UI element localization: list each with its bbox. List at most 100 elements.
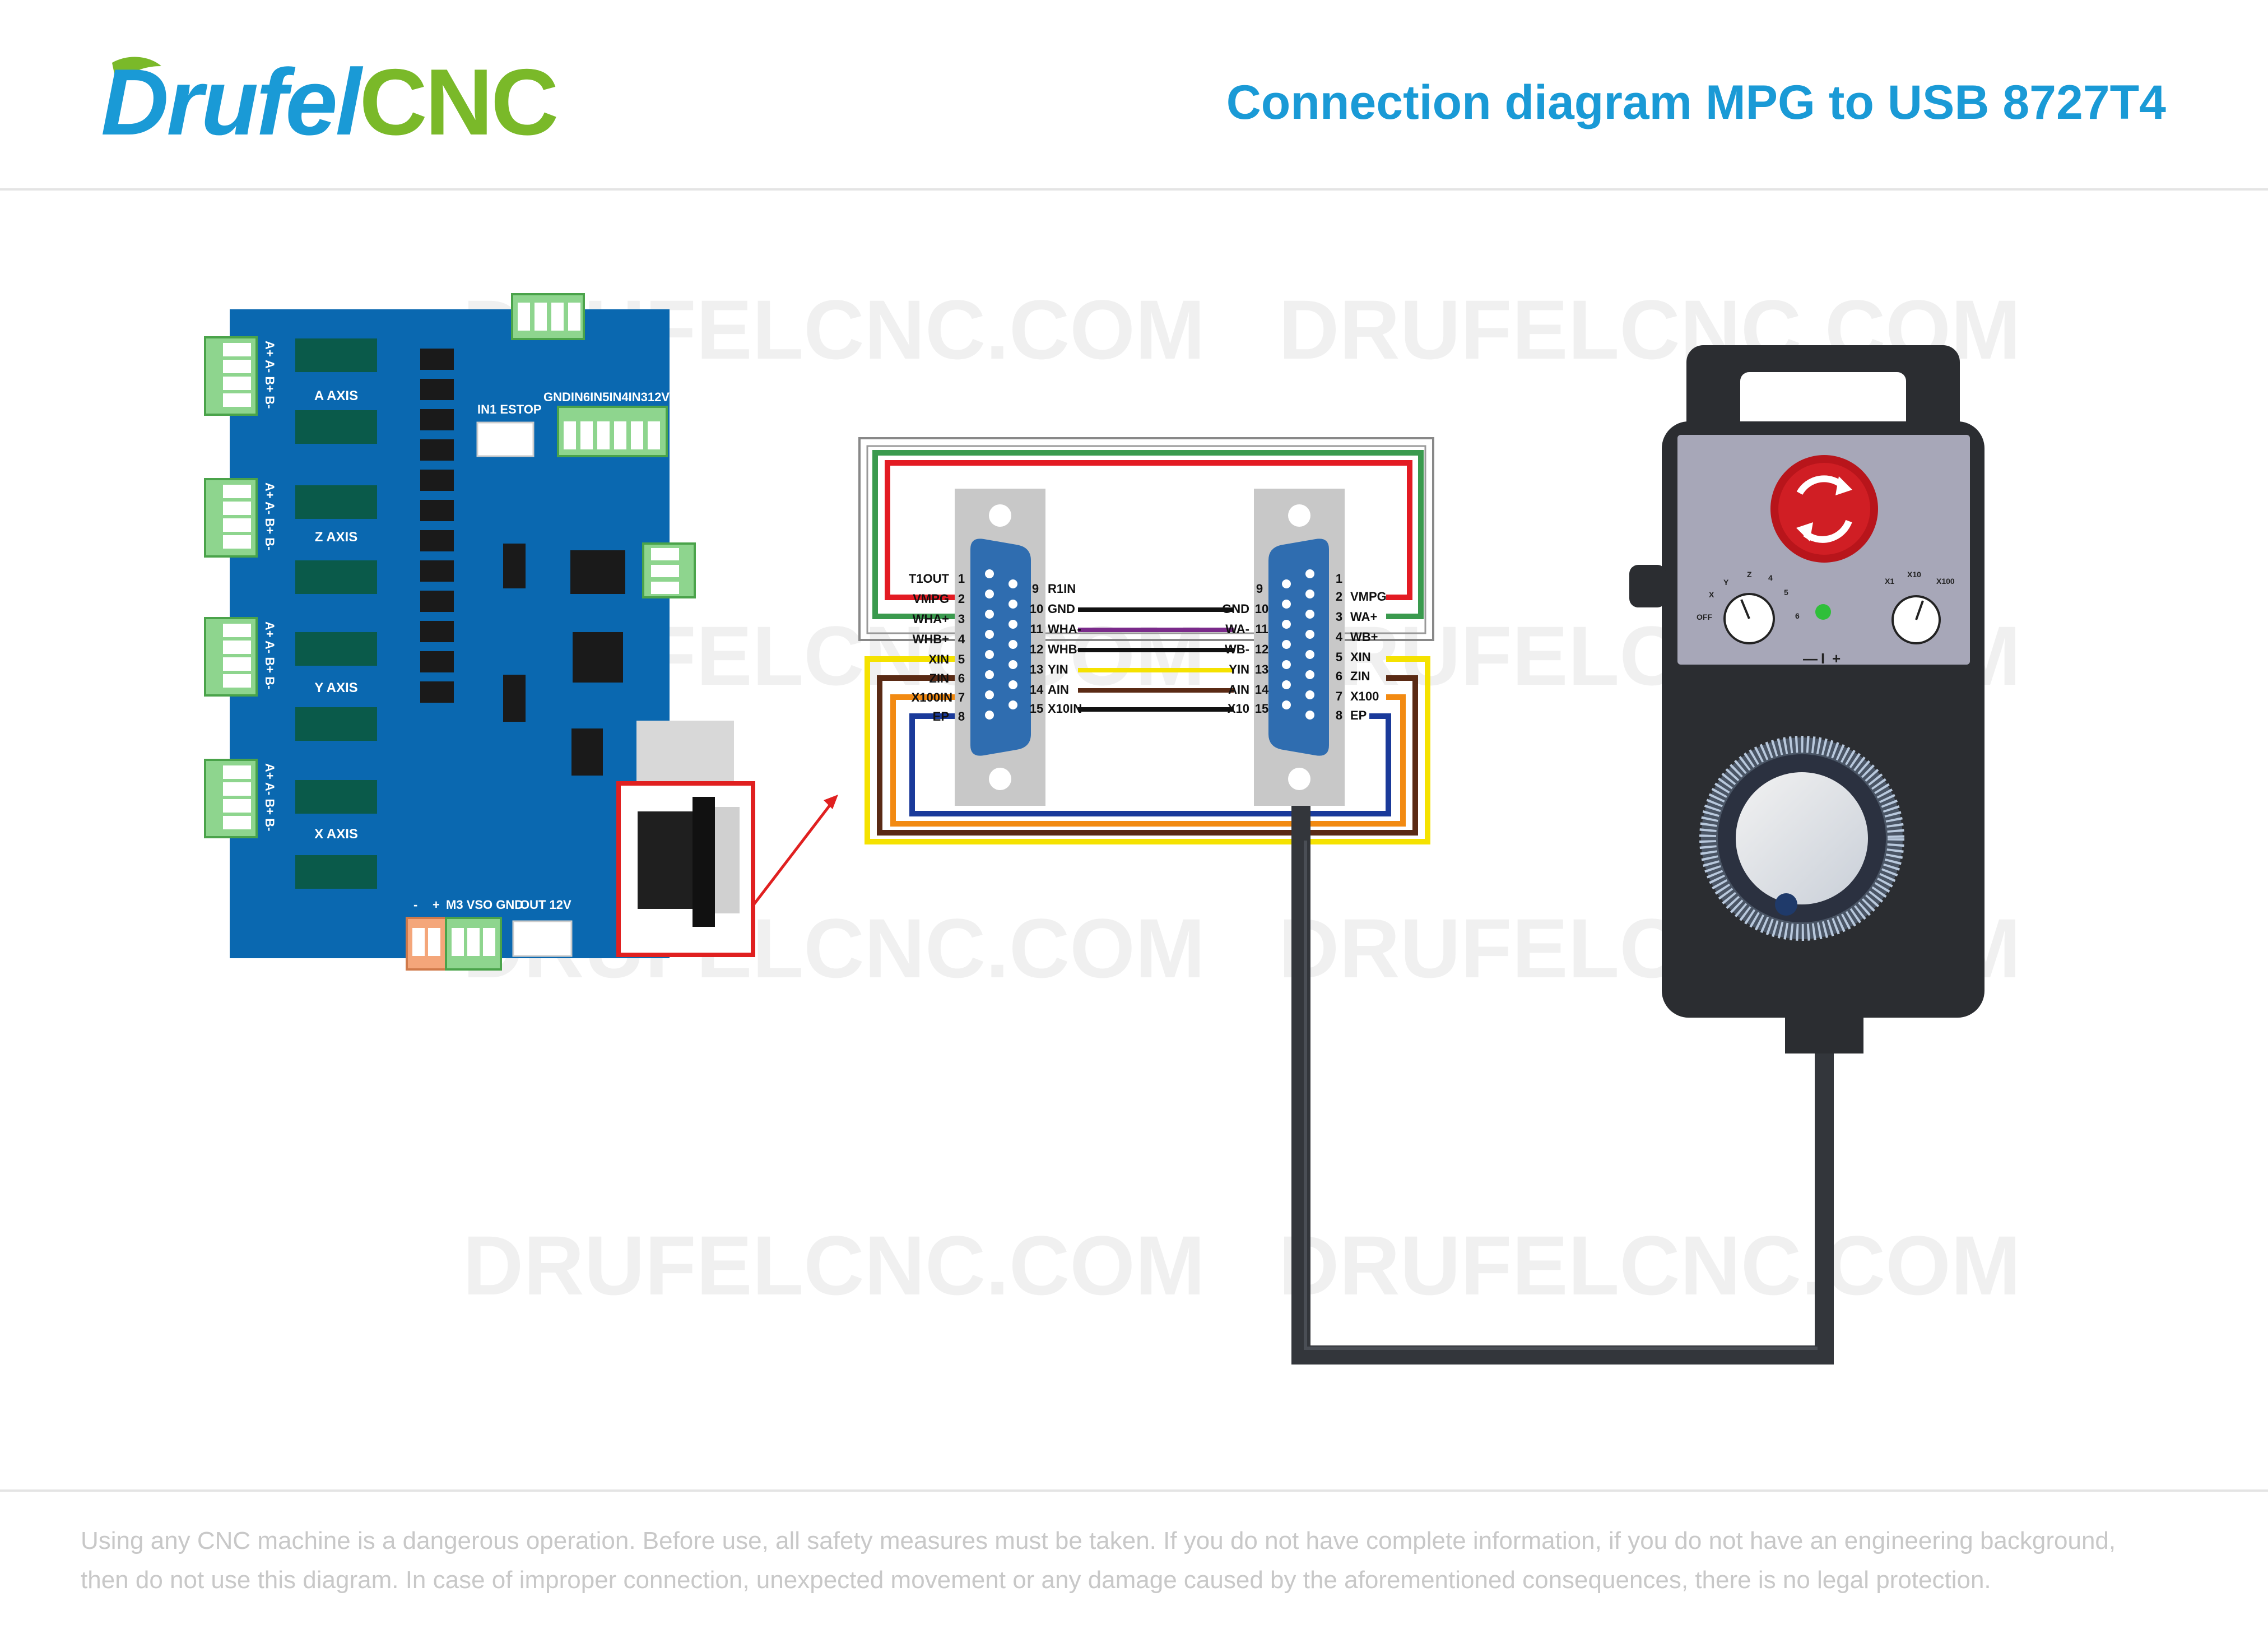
driver-chip	[295, 338, 377, 372]
pin-number: 15	[1255, 702, 1268, 716]
mount-screw	[1288, 504, 1310, 527]
pin-label: T1OUT	[909, 572, 950, 586]
pin-number: 14	[1030, 683, 1044, 697]
pin-number: 4	[1336, 630, 1343, 644]
step-x10: X10	[1907, 570, 1921, 579]
pin-label: WA+	[1350, 610, 1377, 624]
wire-red	[885, 460, 1412, 600]
leaf-icon	[112, 57, 161, 90]
pin-number: 6	[958, 671, 965, 685]
brand-suffix: CNC	[359, 49, 556, 155]
power-minus: -	[413, 898, 417, 912]
wire-yellow	[865, 656, 1430, 844]
pin-number: 9	[1256, 582, 1263, 596]
right-pin-labels-9-15: 9 10 GND 11 WA- 12 WB- 13 YIN 14 AIN 15 …	[1222, 582, 1269, 716]
inputs-terminal	[557, 406, 668, 457]
estop-label: IN1 ESTOP	[477, 402, 542, 416]
ic-chip	[571, 728, 603, 776]
side-terminal	[642, 542, 696, 598]
selector-6: 6	[1795, 611, 1800, 620]
power-label: M3 VSO GND	[446, 898, 523, 912]
estop-connector	[476, 421, 535, 457]
pin-number: 15	[1030, 702, 1043, 716]
pin-number: 7	[958, 690, 965, 704]
axis-z-group: A+ A- B+ B- Z AXIS	[204, 478, 377, 594]
step-x1: X1	[1885, 577, 1894, 586]
handwheel-dial	[1736, 772, 1868, 904]
jog-direction-labels: — I +	[1803, 650, 1841, 667]
power-led	[1815, 604, 1831, 620]
pin-number: 11	[1255, 622, 1268, 636]
estop-button[interactable]	[1770, 455, 1878, 563]
ic-chip	[503, 675, 526, 722]
optocoupler-column	[420, 349, 454, 703]
wire-orange	[890, 694, 1406, 827]
page-title: Connection diagram MPG to USB 8727T4	[1226, 76, 2166, 129]
pin-label: WA-	[1225, 622, 1249, 636]
pin-number: 12	[1030, 642, 1043, 656]
mount-screw	[989, 504, 1011, 527]
driver-chip	[295, 410, 377, 444]
terminal-label: A+ A- B+ B-	[263, 341, 277, 409]
pin-number: 3	[1336, 610, 1342, 624]
axis-selector-knob[interactable]	[1723, 593, 1775, 644]
selector-x: X	[1709, 590, 1714, 599]
power-terminal	[406, 917, 502, 971]
step-selector-labels: X1 X10 X100	[1885, 570, 1955, 586]
step-selector-knob[interactable]	[1891, 595, 1941, 644]
db15-port	[616, 781, 755, 957]
selector-off: OFF	[1697, 612, 1712, 621]
pin-number: 8	[958, 709, 965, 723]
mpg-pendant: OFF X Y Z 4 5 6 X1 X10 X100 — I +	[1629, 345, 1984, 1053]
wire-green	[872, 450, 1424, 619]
power-plus: +	[433, 898, 440, 912]
selector-4: 4	[1768, 573, 1773, 582]
left-db15	[955, 489, 1045, 806]
watermark-text: DRUFELCNC.COM	[463, 1218, 1205, 1312]
selector-y: Y	[1723, 578, 1729, 587]
brand-logo[interactable]: DrufelCNC	[101, 49, 559, 155]
pin-number: 6	[1336, 669, 1342, 683]
mpg-cable	[1291, 806, 1834, 1365]
pin-number: 13	[1255, 662, 1268, 676]
driver-chip	[295, 632, 377, 666]
pin-label: XIN	[928, 652, 949, 666]
side-switch	[1629, 565, 1666, 607]
pin-number: 1	[958, 572, 965, 586]
pin-number: 2	[1336, 590, 1342, 604]
pin-number: 5	[958, 652, 965, 666]
axis-y-group: A+ A- B+ B- Y AXIS	[204, 617, 377, 741]
top-terminal	[511, 293, 585, 340]
pin-number: 2	[958, 592, 965, 606]
callout-arrow	[752, 799, 835, 907]
pin-number: 9	[1032, 582, 1039, 596]
pin-label: X100	[1350, 689, 1379, 703]
pin-label: AIN	[1048, 683, 1069, 697]
pin-label: AIN	[1228, 683, 1249, 697]
pin-label: EP	[1350, 708, 1367, 722]
inputs-label: GNDIN6IN5IN4IN312V	[543, 390, 670, 404]
pin-label: WB+	[1350, 630, 1378, 644]
pin-label: WHA+	[913, 612, 949, 626]
disclaimer-line-1: Using any CNC machine is a dangerous ope…	[81, 1527, 2116, 1554]
usb-8727t4-board: A+ A- B+ B- A AXIS A+ A- B+ B- Z AXIS A+…	[204, 293, 838, 971]
pin-label: VMPG	[913, 592, 949, 606]
right-db15	[1254, 489, 1345, 806]
header: DrufelCNC Connection diagram MPG to USB …	[0, 0, 2268, 191]
pin-label: X10	[1228, 702, 1249, 716]
left-pin-labels-9-15: 9 R1IN 10 GND 11 WHA- 12 WHB- 13 YIN 14 …	[1030, 582, 1082, 716]
axis-a-group: A+ A- B+ B- A AXIS	[204, 336, 377, 444]
driver-chip	[295, 855, 377, 889]
pin-number: 4	[958, 632, 965, 646]
step-x100: X100	[1936, 577, 1955, 586]
selector-z: Z	[1747, 570, 1752, 579]
driver-chip	[295, 780, 377, 814]
terminal-label: A+ A- B+ B-	[263, 621, 277, 689]
pin-label: EP	[933, 709, 949, 723]
db15-wiring: T1OUT 1 VMPG 2 WHA+ 3 WHB+ 4 XIN 5 ZIN 6…	[858, 437, 1434, 844]
ic-chip	[503, 544, 526, 588]
axis-selector-labels: OFF X Y Z 4 5 6	[1697, 570, 1800, 621]
pin-number: 11	[1030, 622, 1043, 636]
handwheel[interactable]	[1699, 736, 1904, 941]
cable-strain-relief	[1785, 1009, 1863, 1053]
